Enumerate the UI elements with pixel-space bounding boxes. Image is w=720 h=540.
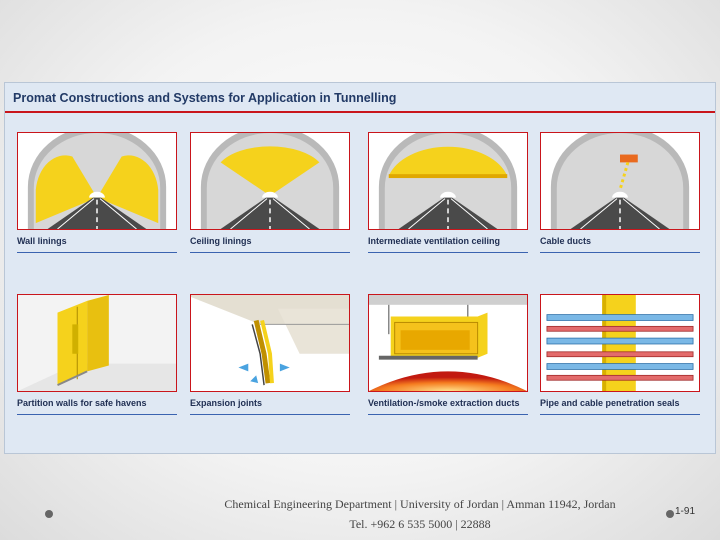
panel-penetration-seals: Pipe and cable penetration seals [540, 294, 700, 420]
title-divider [5, 111, 715, 113]
footer: Chemical Engineering Department | Univer… [180, 494, 660, 534]
tunnel-cable-duct-illustration [540, 132, 700, 230]
panel-cable-ducts: Cable ducts [540, 132, 700, 258]
panel-expansion-joints: Expansion joints [190, 294, 350, 420]
bullet-dot-right [666, 510, 674, 518]
page-number: 1-91 [675, 506, 696, 517]
footer-line-1: Chemical Engineering Department | Univer… [224, 497, 616, 511]
panel-caption: Intermediate ventilation ceiling [368, 236, 501, 246]
panel-wall-linings: Wall linings [17, 132, 177, 258]
bullet-dot-left [45, 510, 53, 518]
caption-underline [190, 252, 350, 253]
tunnel-ventilation-ceiling-illustration [368, 132, 528, 230]
panel-partition-walls: Partition walls for safe havens [17, 294, 177, 420]
figure: Promat Constructions and Systems for App… [4, 82, 716, 454]
panel-caption: Ceiling linings [190, 236, 252, 246]
tunnel-wall-lining-illustration [17, 132, 177, 230]
caption-underline [540, 414, 700, 415]
panel-smoke-ducts: Ventilation-/smoke extraction ducts [368, 294, 528, 420]
tunnel-ceiling-lining-illustration [190, 132, 350, 230]
figure-title: Promat Constructions and Systems for App… [13, 91, 397, 105]
panel-caption: Pipe and cable penetration seals [540, 398, 680, 408]
footer-line-2: Tel. +962 6 535 5000 | 22888 [349, 517, 491, 531]
panel-caption: Cable ducts [540, 236, 592, 246]
caption-underline [17, 414, 177, 415]
panel-caption: Expansion joints [190, 398, 263, 408]
caption-underline [190, 414, 350, 415]
penetration-seal-illustration [540, 294, 700, 392]
caption-underline [17, 252, 177, 253]
panel-caption: Wall linings [17, 236, 67, 246]
smoke-duct-illustration [368, 294, 528, 392]
panel-ventilation-ceiling: Intermediate ventilation ceiling [368, 132, 528, 258]
panel-caption: Ventilation-/smoke extraction ducts [368, 398, 520, 408]
expansion-joint-illustration [190, 294, 350, 392]
caption-underline [368, 414, 528, 415]
panel-caption: Partition walls for safe havens [17, 398, 147, 408]
panel-ceiling-linings: Ceiling linings [190, 132, 350, 258]
partition-wall-illustration [17, 294, 177, 392]
caption-underline [540, 252, 700, 253]
caption-underline [368, 252, 528, 253]
